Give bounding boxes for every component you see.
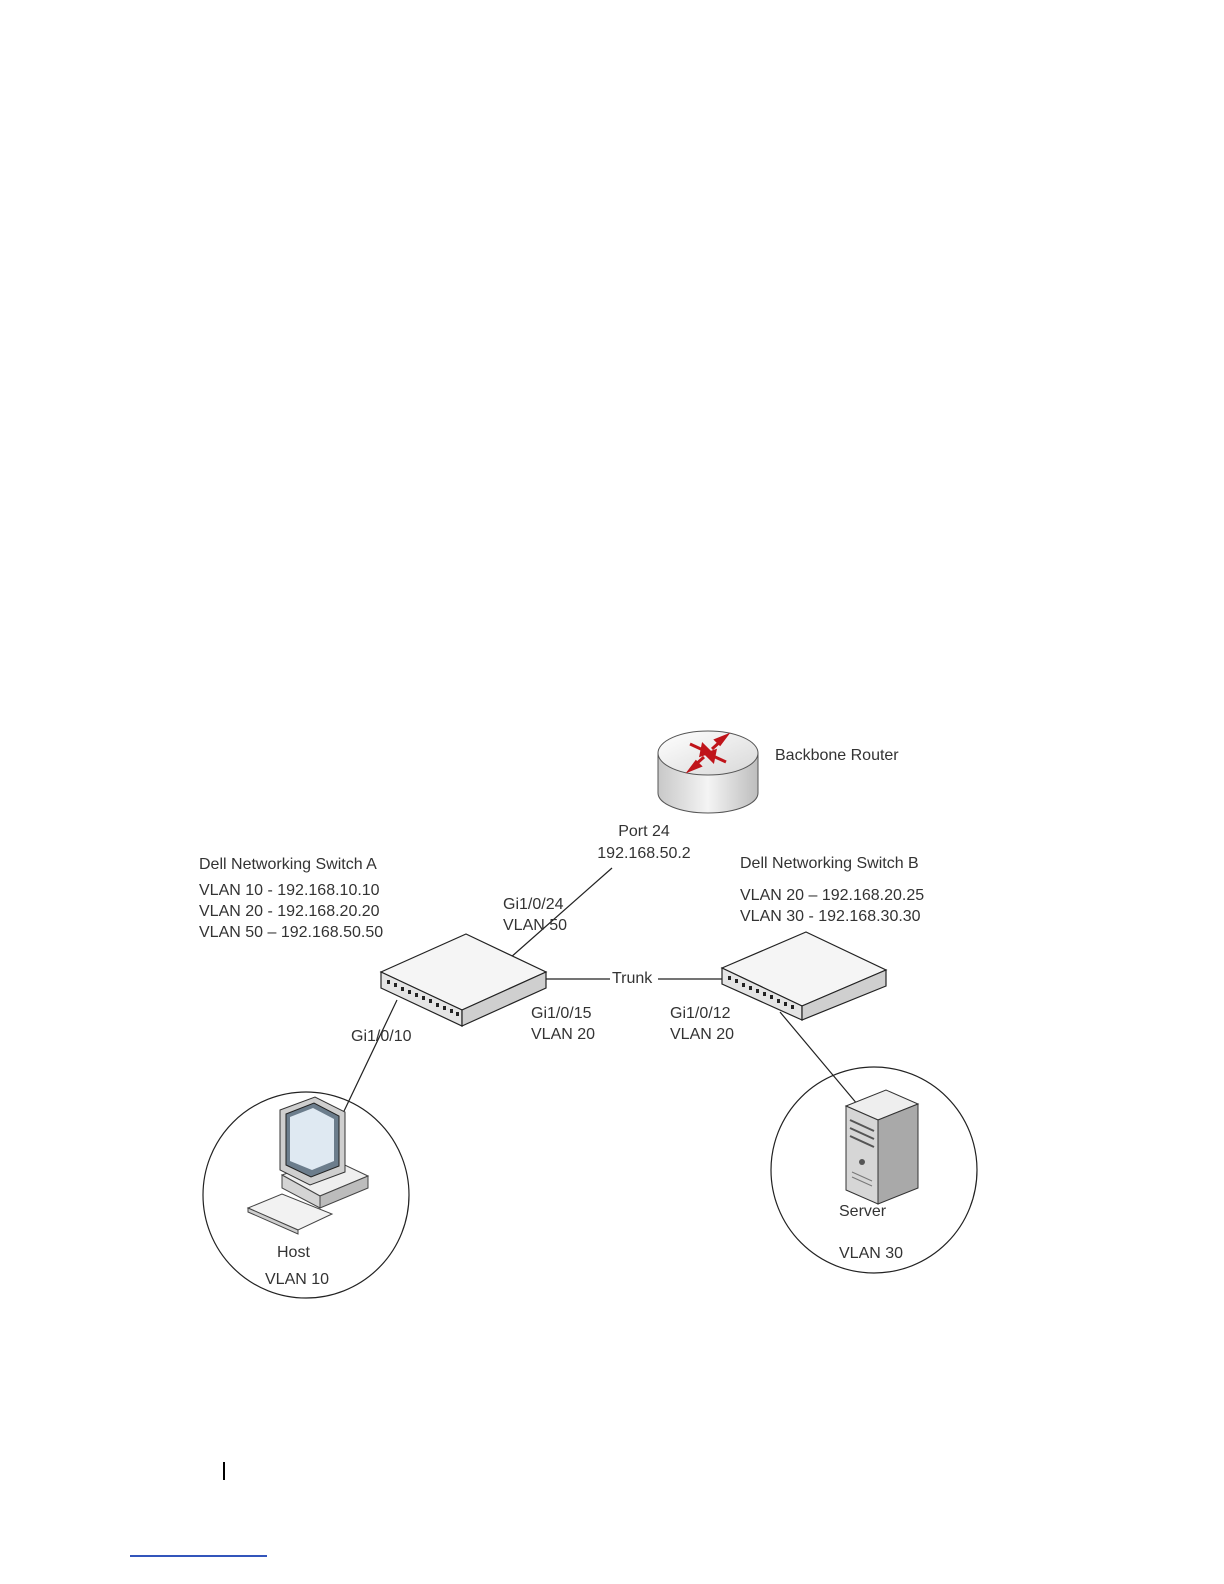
router-name-label: Backbone Router: [775, 747, 899, 764]
router-ip-label: 192.168.50.2: [597, 845, 691, 862]
page-margin-bar: [223, 1462, 225, 1480]
switch-b-trunk-vlan-label: VLAN 20: [670, 1026, 735, 1043]
switch-a-name-label: Dell Networking Switch A: [199, 856, 377, 873]
switch-b-vlan-30-label: VLAN 30 - 192.168.30.30: [740, 908, 921, 925]
switch-a-uplink-port-label: Gi1/0/24: [503, 896, 564, 913]
server-icon: [844, 1089, 920, 1205]
server-name-label: Server: [839, 1203, 887, 1220]
switch-a-vlan-20-label: VLAN 20 - 192.168.20.20: [199, 903, 380, 920]
switch-a-trunk-vlan-label: VLAN 20: [531, 1026, 596, 1043]
server-vlan-label: VLAN 30: [839, 1245, 904, 1262]
footer-rule: [130, 1555, 267, 1557]
router-icon: [657, 730, 759, 814]
switch-a-vlan-10-label: VLAN 10 - 192.168.10.10: [199, 882, 380, 899]
switch-b-name-label: Dell Networking Switch B: [740, 855, 919, 872]
switch-b-vlan-20-label: VLAN 20 – 192.168.20.25: [740, 887, 925, 904]
host-name-label: Host: [277, 1244, 310, 1261]
switch-a-trunk-port-label: Gi1/0/15: [531, 1005, 592, 1022]
switch-a-vlan-50-label: VLAN 50 – 192.168.50.50: [199, 924, 384, 941]
switch-b-server-link: [779, 1011, 859, 1106]
switch-a-host-port-label: Gi1/0/10: [351, 1028, 412, 1045]
computer-icon: [246, 1096, 370, 1235]
switch-a-uplink-vlan-label: VLAN 50: [503, 917, 568, 934]
trunk-label: Trunk: [612, 970, 653, 987]
router-switch-a-link: [509, 867, 613, 959]
switch-icon: [720, 931, 888, 1021]
router-port-label: Port 24: [618, 823, 670, 840]
host-vlan-circle: [202, 1091, 410, 1299]
host-vlan-label: VLAN 10: [265, 1271, 330, 1288]
switch-a-host-link: [334, 999, 398, 1131]
switch-b-trunk-port-label: Gi1/0/12: [670, 1005, 731, 1022]
switch-icon: [379, 933, 548, 1027]
server-vlan-circle: [770, 1066, 978, 1274]
